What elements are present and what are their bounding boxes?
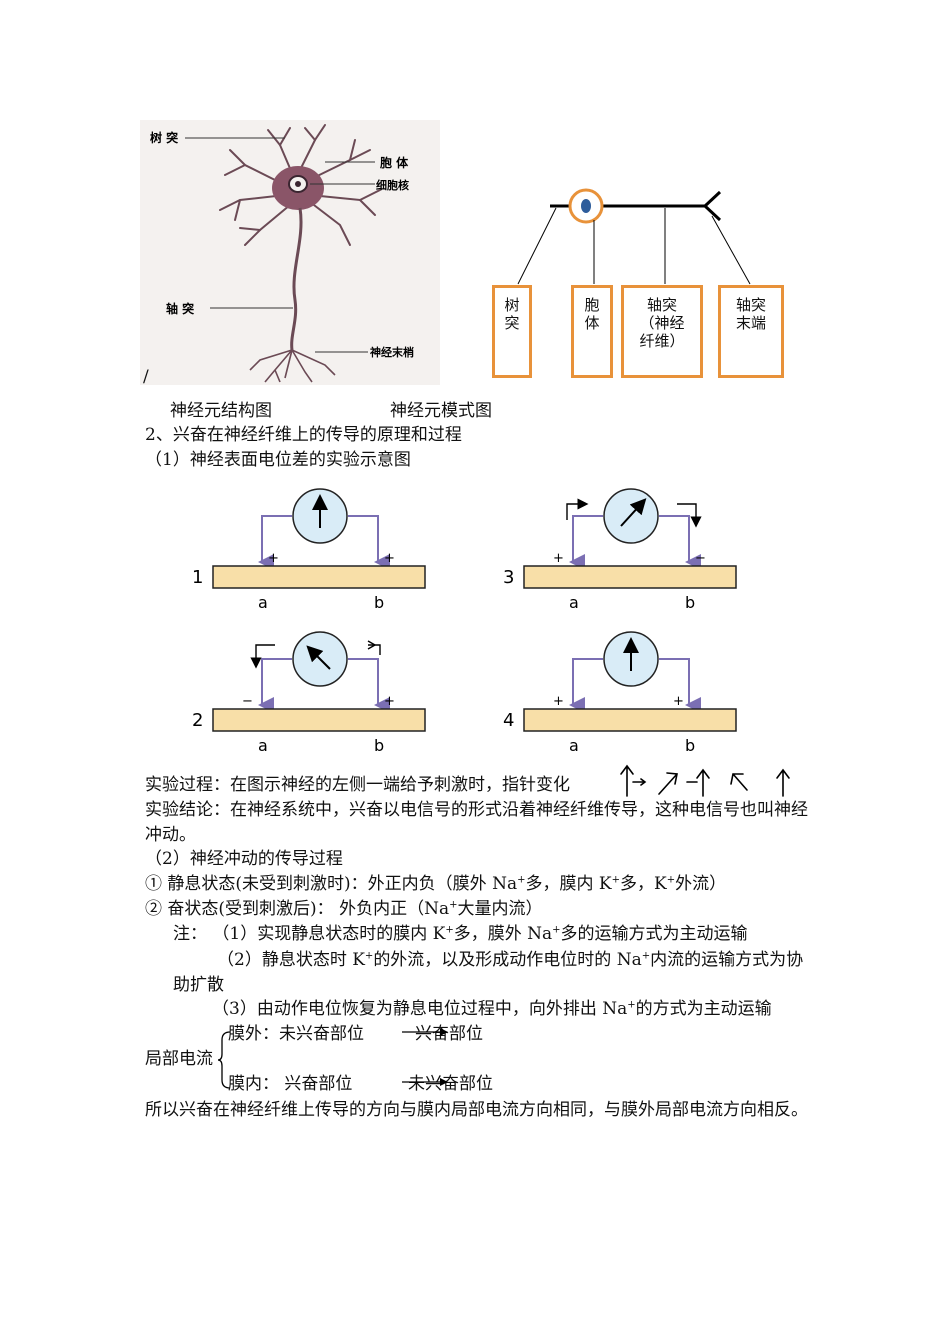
neuron-structure-figure: 树 突 胞 体 细胞核 轴 突 神经末梢 — [140, 120, 440, 385]
arrow-right-icon — [402, 1028, 448, 1036]
resting-prefix: ① 静息状态(未受到刺激时)：外正内负（膜外 Na — [145, 874, 518, 894]
resting-mid2: 多，K — [619, 874, 667, 894]
box-text: 轴突 — [646, 296, 677, 314]
note-1: 注： （1）实现静息状态时的膜内 K+多，膜外 Na+多的运输方式为主动运输 — [173, 923, 748, 945]
panel-num: 3 — [503, 567, 514, 588]
label-axon: 轴 突 — [166, 301, 194, 316]
excited-prefix: ② 奋状态(受到刺激后)： 外负内正（Na — [145, 899, 450, 919]
sign-left: + — [553, 551, 564, 566]
sup-plus: + — [627, 999, 636, 1011]
panel-num: 1 — [192, 567, 203, 588]
brace — [217, 1030, 232, 1090]
neuron-model-figure — [480, 180, 800, 390]
process-text: 实验过程：在图示神经的左侧一端给予刺激时，指针变化 — [145, 775, 570, 795]
panel-2: 2 − + a b — [192, 631, 426, 755]
sign-right: + — [384, 694, 395, 709]
sign-left: + — [268, 551, 279, 566]
label-a: a — [258, 593, 268, 612]
local-current-label: 局部电流 — [145, 1049, 213, 1069]
inner-target: 未兴奋部位 — [408, 1074, 493, 1094]
sup-plus: + — [517, 874, 526, 886]
sup-plus: + — [449, 899, 458, 911]
box-text: 胞 — [584, 296, 600, 314]
conclusion-text: 实验结论：在神经系统中，兴奋以电信号的形式沿着神经纤维传导，这种电信号也叫神经冲… — [145, 800, 808, 845]
sign-left: − — [242, 694, 253, 709]
label-a: a — [569, 593, 579, 612]
label-dendrite: 树 突 — [150, 130, 178, 145]
box-text: 树 — [504, 296, 520, 314]
box-text: 突 — [504, 314, 520, 332]
subheading-2: （2）神经冲动的传导过程 — [145, 849, 343, 869]
subheading-1: （1）神经表面电位差的实验示意图 — [145, 450, 411, 470]
box-text: 体 — [584, 314, 600, 332]
note-3: （3）由动作电位恢复为静息电位过程中，向外排出 Na+的方式为主动运输 — [212, 998, 772, 1020]
sup-plus: + — [611, 874, 620, 886]
label-a: a — [258, 736, 268, 755]
sign-right: + — [384, 551, 395, 566]
note1-mid: 多，膜外 Na — [453, 924, 553, 944]
note1-prefix: 注： （1）实现静息状态时的膜内 K — [173, 924, 446, 944]
label-terminal: 神经末梢 — [370, 345, 414, 359]
box-text: 轴突 — [735, 296, 766, 314]
outer-current: 膜外：未兴奋部位 — [228, 1024, 364, 1044]
neuron-drawing: 树 突 胞 体 细胞核 轴 突 神经末梢 — [140, 120, 440, 385]
sup-plus: + — [445, 924, 454, 936]
model-box-axon-terminal: 轴突 末端 — [718, 285, 784, 378]
experiment-figure: 1 + + a b 2 − + a b — [180, 480, 760, 760]
panel-3: 3 + − a b — [503, 488, 737, 612]
sign-right: − — [695, 551, 706, 566]
sup-plus: + — [641, 950, 651, 962]
model-box-soma: 胞 体 — [571, 285, 613, 378]
pointer-sequence — [615, 760, 805, 800]
note3-prefix: （3）由动作电位恢复为静息电位过程中，向外排出 Na — [212, 999, 628, 1019]
model-box-dendrite: 树 突 — [492, 285, 532, 378]
panel-num: 2 — [192, 710, 203, 731]
inner-arrow — [400, 1074, 450, 1090]
box-text: 纤维） — [639, 332, 685, 350]
excited-end: 大量内流） — [457, 899, 543, 919]
resting-state: ① 静息状态(未受到刺激时)：外正内负（膜外 Na+多，膜内 K+多，K+外流） — [145, 873, 726, 895]
label-b: b — [374, 736, 384, 755]
inner-current: 膜内： 兴奋部位 — [228, 1074, 353, 1094]
box-text: （神经 — [639, 314, 685, 332]
panel-1: 1 + + a b — [192, 488, 426, 612]
note3-end: 的方式为主动运输 — [635, 999, 772, 1019]
label-b: b — [374, 593, 384, 612]
model-box-axon: 轴突 （神经 纤维） — [621, 285, 703, 378]
note-2: （2）静息状态时 K+的外流，以及形成动作电位时的 Na+内流的运输方式为协助扩… — [173, 948, 813, 998]
section-heading: 2、兴奋在神经纤维上的传导的原理和过程 — [145, 425, 462, 445]
sup-plus: + — [666, 874, 676, 886]
arrow-right-icon — [402, 1078, 448, 1086]
sup-plus: + — [552, 924, 561, 936]
experiment-svg: 1 + + a b 2 − + a b — [192, 488, 737, 755]
box-text: 末端 — [735, 314, 766, 332]
brace-svg — [217, 1031, 231, 1089]
caption-model: 神经元模式图 — [390, 401, 492, 421]
label-b: b — [685, 593, 695, 612]
resting-mid1: 多，膜内 K — [525, 874, 612, 894]
label-nucleus: 细胞核 — [376, 178, 409, 192]
sign-right: + — [673, 694, 684, 709]
final-text: 所以兴奋在神经纤维上传导的方向与膜内局部电流方向相同，与膜外局部电流方向相反。 — [145, 1100, 808, 1120]
label-soma: 胞 体 — [380, 155, 409, 170]
sign-left: + — [553, 694, 564, 709]
label-a: a — [569, 736, 579, 755]
excited-state: ② 奋状态(受到刺激后)： 外负内正（Na+大量内流） — [145, 898, 542, 920]
note2-end: 内流的运输方式为协助扩散 — [173, 950, 804, 995]
outer-target: 兴奋部位 — [415, 1024, 483, 1044]
outer-arrow — [400, 1024, 450, 1040]
note1-end: 多的运输方式为主动运输 — [560, 924, 748, 944]
stray-slash: / — [143, 367, 149, 387]
label-b: b — [685, 736, 695, 755]
note2-mid: 的外流，以及形成动作电位时的 Na — [373, 950, 642, 970]
note2-prefix: （2）静息状态时 K — [217, 950, 365, 970]
panel-num: 4 — [503, 710, 514, 731]
panel-4: 4 + + a b — [503, 631, 737, 755]
sup-plus: + — [364, 950, 374, 962]
resting-end: 外流） — [675, 874, 727, 894]
pointer-arrows — [620, 764, 790, 797]
neuron-model-lines — [517, 188, 751, 285]
caption-structure: 神经元结构图 — [170, 401, 272, 421]
